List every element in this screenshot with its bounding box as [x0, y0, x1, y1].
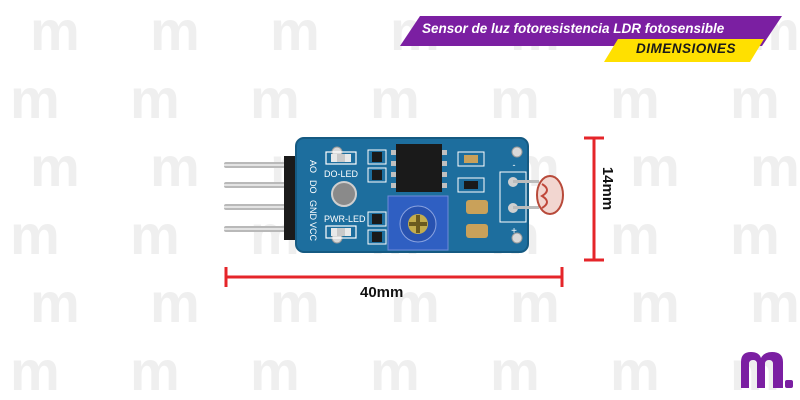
watermark-glyph: m — [10, 339, 60, 400]
watermark-glyph: m — [150, 0, 200, 62]
sensor-pad — [331, 181, 357, 207]
watermark-glyph: m — [730, 67, 780, 130]
watermark-glyph: m — [370, 339, 420, 400]
photoresistor-ldr — [513, 175, 564, 215]
watermark-glyph: m — [630, 135, 680, 198]
watermark-glyph: m — [370, 67, 420, 130]
watermark-glyph: m — [510, 271, 560, 334]
watermark-glyph: m — [750, 135, 800, 198]
capacitors — [457, 151, 488, 238]
brand-m-logo-icon — [741, 352, 793, 388]
watermark-glyph: m — [730, 203, 780, 266]
banner-subtitle: DIMENSIONES — [636, 41, 737, 56]
watermark-glyph: m — [130, 67, 180, 130]
watermark-glyph: m — [630, 271, 680, 334]
watermark-glyph: m — [250, 67, 300, 130]
do-led-label: DO-LED — [324, 169, 359, 179]
watermark-glyph: m — [30, 0, 80, 62]
watermark-glyph: m — [150, 271, 200, 334]
comparator-chip — [391, 144, 447, 192]
pwr-led-label: PWR-LED — [324, 214, 366, 224]
pin-label-ao: AO — [308, 160, 318, 173]
watermark-glyph: m — [610, 67, 660, 130]
watermark-glyph: m — [610, 203, 660, 266]
watermark-glyph: m — [130, 339, 180, 400]
watermark-glyph: m — [150, 135, 200, 198]
watermark-glyph: m — [750, 271, 800, 334]
pin-label-do: DO — [308, 180, 318, 194]
watermark-glyph: m — [730, 339, 780, 400]
pin-label-gnd: GND — [308, 200, 318, 221]
pin-label-vcc: VCC — [308, 222, 318, 242]
smd-resistors — [367, 149, 387, 245]
watermark-glyph: m — [250, 339, 300, 400]
watermark-glyph: m — [30, 271, 80, 334]
pin-labels: AO DO GND VCC — [308, 160, 318, 242]
height-dimension-label: 14mm — [599, 166, 617, 211]
watermark-glyph: m — [490, 67, 540, 130]
watermark-glyph: m — [490, 339, 540, 400]
watermark-glyph: m — [390, 271, 440, 334]
watermark-glyph: m — [270, 0, 320, 62]
watermark-glyph: m — [130, 203, 180, 266]
watermark-glyph: m — [10, 203, 60, 266]
banner-title: Sensor de luz fotoresistencia LDR fotose… — [422, 21, 725, 36]
pwr-led — [325, 225, 357, 239]
width-dimension-line — [224, 267, 564, 287]
subtitle-banner — [604, 39, 764, 62]
height-dimension-line — [584, 136, 604, 262]
watermark-glyph: m — [10, 67, 60, 130]
watermark-glyph: m — [610, 339, 660, 400]
do-led — [325, 151, 357, 165]
watermark-glyph: m — [270, 271, 320, 334]
svg-text:-: - — [513, 160, 516, 170]
potentiometer — [387, 195, 449, 251]
watermark-glyph: m — [30, 135, 80, 198]
title-banner — [400, 16, 782, 46]
width-dimension-label: 40mm — [360, 284, 404, 301]
svg-text:+: + — [511, 226, 517, 237]
header-pins — [224, 156, 298, 240]
